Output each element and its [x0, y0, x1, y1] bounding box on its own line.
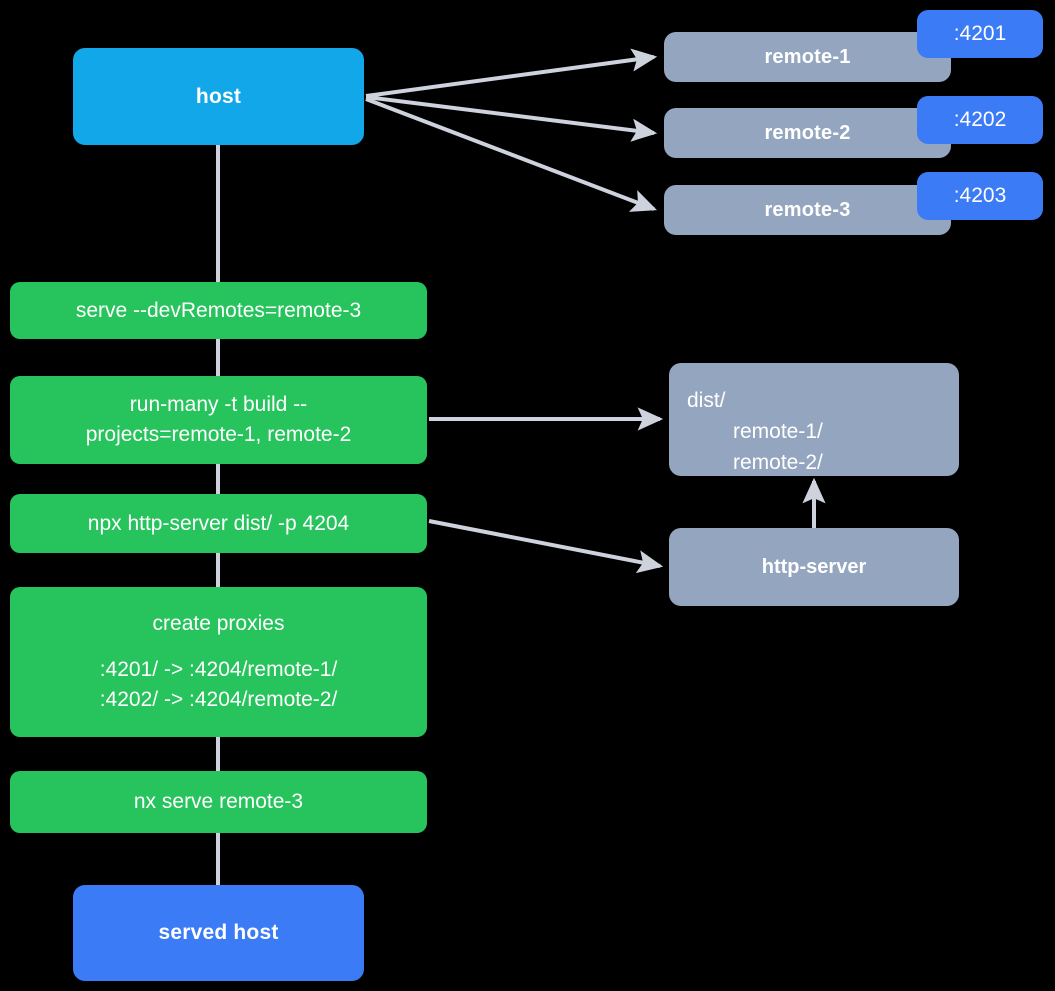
badge-port-4202-label: :4202 — [953, 108, 1007, 131]
edge-host-remote-2 — [365, 95, 658, 142]
node-remote-3-label: remote-3 — [764, 198, 851, 221]
badge-port-4203[interactable]: :4203 — [917, 172, 1043, 220]
command-npx-line-1: npx http-server dist/ -p 4204 — [87, 511, 350, 535]
badge-port-4201[interactable]: :4201 — [917, 10, 1043, 58]
edge-host-remote-1 — [365, 48, 658, 98]
connector-serve-to-runmany — [216, 338, 220, 376]
connector-host-to-serve — [216, 144, 220, 282]
badge-port-4202[interactable]: :4202 — [917, 96, 1043, 144]
command-nx-serve-line-1: nx serve remote-3 — [133, 790, 304, 814]
connector-nxserve-to-servedhost — [216, 833, 220, 885]
node-remote-2[interactable]: remote-2 — [664, 108, 951, 158]
badge-port-4203-label: :4203 — [953, 184, 1007, 207]
command-create-proxies-line-2: :4202/ -> :4204/remote-2/ — [99, 687, 338, 711]
command-serve-line-1: serve --devRemotes=remote-3 — [75, 298, 362, 322]
command-create-proxies-line-1: :4201/ -> :4204/remote-1/ — [99, 658, 338, 682]
node-host[interactable]: host — [73, 48, 364, 145]
node-command-create-proxies[interactable]: create proxies :4201/ -> :4204/remote-1/… — [10, 587, 427, 737]
command-run-many-line-1: run-many -t build -- — [129, 393, 308, 417]
node-host-label: host — [195, 84, 242, 108]
node-command-nx-serve-remote-3[interactable]: nx serve remote-3 — [10, 771, 427, 833]
connector-proxies-to-nxserve — [216, 737, 220, 771]
command-create-proxies-title: create proxies — [152, 612, 285, 636]
command-run-many-line-2: projects=remote-1, remote-2 — [85, 423, 352, 446]
connector-npx-to-proxies — [216, 553, 220, 587]
edge-npx-httpserver — [428, 519, 664, 574]
node-remote-1[interactable]: remote-1 — [664, 32, 951, 82]
connector-runmany-to-npx — [216, 464, 220, 494]
dist-child-1-label: remote-1/ — [733, 420, 823, 444]
node-remote-2-label: remote-2 — [764, 121, 851, 144]
node-http-server[interactable]: http-server — [669, 528, 959, 606]
node-remote-1-label: remote-1 — [764, 45, 851, 68]
dist-child-2-label: remote-2/ — [733, 451, 823, 475]
node-http-server-label: http-server — [761, 555, 867, 578]
node-served-host-label: served host — [158, 921, 279, 944]
node-command-run-many[interactable]: run-many -t build -- projects=remote-1, … — [10, 376, 427, 464]
badge-port-4201-label: :4201 — [953, 22, 1007, 45]
node-remote-3[interactable]: remote-3 — [664, 185, 951, 235]
node-command-npx-http-server[interactable]: npx http-server dist/ -p 4204 — [10, 494, 427, 553]
dist-root-label: dist/ — [687, 389, 726, 412]
node-served-host[interactable]: served host — [73, 885, 364, 981]
edge-host-remote-3 — [365, 97, 657, 212]
node-command-serve[interactable]: serve --devRemotes=remote-3 — [10, 282, 427, 339]
dist-tree: dist/ remote-1/ remote-2/ — [687, 385, 823, 478]
node-dist[interactable]: dist/ remote-1/ remote-2/ — [669, 363, 959, 476]
